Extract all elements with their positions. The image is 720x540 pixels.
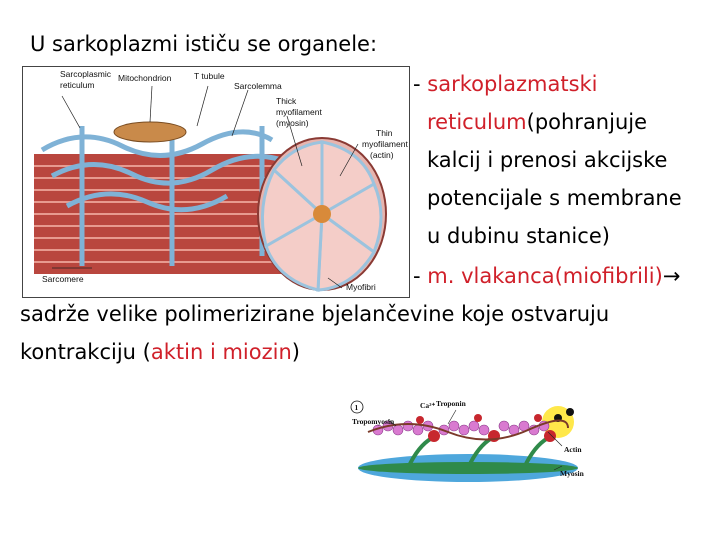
- label-actin: Actin: [564, 445, 582, 454]
- slide-title: U sarkoplazmi ističu se organele:: [30, 32, 378, 56]
- label-ca: Ca²⁺: [420, 401, 435, 410]
- step-number: 1: [355, 403, 359, 412]
- actin-myosin-term: aktin i miozin: [150, 340, 292, 364]
- actin-myosin-diagram: 1 Ca²⁺ Tropomyosin Troponin Actin Myosin: [348, 386, 606, 536]
- label-myosin: Myosin: [560, 469, 585, 478]
- label-thick-3: (myosin): [276, 118, 309, 128]
- label-thick-1: Thick: [276, 96, 297, 106]
- troponin-complex: [416, 414, 542, 424]
- fiber-cross-section: [257, 137, 387, 292]
- sr-line-3: kalcij i prenosi akcijske: [427, 148, 668, 172]
- label-troponin: Troponin: [436, 399, 467, 408]
- sr-term-1: sarkoplazmatski: [427, 72, 598, 96]
- sr-line-4: potencijale s membrane: [427, 186, 682, 210]
- body-line-2-end: ): [291, 340, 300, 364]
- body-line-1: sadrže velike polimerizirane bjelančevin…: [20, 302, 610, 326]
- label-mitochondrion: Mitochondrion: [118, 73, 172, 83]
- sr-term-2: reticulum: [427, 110, 527, 134]
- label-reticulum: reticulum: [60, 80, 94, 90]
- myofibril-line: - m. vlakanca(miofibrili)→: [413, 262, 680, 290]
- label-thin-3: (actin): [370, 150, 394, 160]
- mv-dash: -: [413, 264, 428, 288]
- myofibril-term: m. vlakanca(miofibrili): [427, 264, 663, 288]
- label-thin-2: myofilament: [362, 139, 408, 149]
- body-line-2-start: kontrakciju (: [20, 340, 151, 364]
- label-sarcomere: Sarcomere: [42, 274, 84, 284]
- arrow-icon: →: [662, 264, 681, 288]
- body-line-2: kontrakciju (aktin i miozin): [20, 338, 300, 366]
- sr-line-5: u dubinu stanice): [427, 224, 610, 248]
- sr-dash: -: [413, 72, 428, 96]
- muscle-fiber-diagram: Sarcoplasmic reticulum Mitochondrion T t…: [22, 66, 410, 298]
- tropomyosin-strand: [367, 419, 569, 441]
- label-myofibril: Myofibri: [346, 282, 376, 292]
- label-sarcolemma: Sarcolemma: [234, 81, 282, 91]
- sr-line-2: reticulum(pohranjuje: [427, 108, 647, 136]
- sr-line-1: - sarkoplazmatski: [413, 70, 598, 98]
- label-thin-1: Thin: [376, 128, 393, 138]
- mitochondrion: [113, 121, 187, 143]
- label-t-tubule: T tubule: [194, 71, 225, 81]
- label-tropomyosin: Tropomyosin: [352, 417, 395, 426]
- label-thick-2: myofilament: [276, 107, 322, 117]
- label-sarcoplasmic: Sarcoplasmic: [60, 69, 112, 79]
- sr-rest-2: (pohranjuje: [526, 110, 648, 134]
